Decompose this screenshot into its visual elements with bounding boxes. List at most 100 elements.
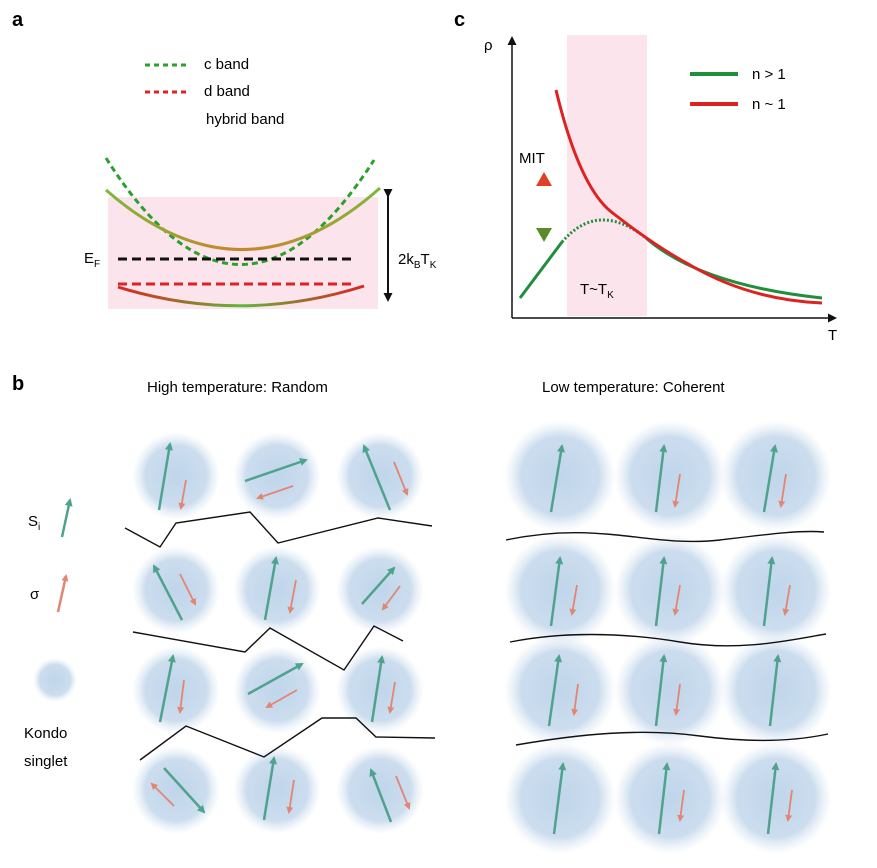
spin-arrow <box>762 556 776 627</box>
title-high-temperature: High temperature: Random <box>147 379 328 396</box>
spin-arrow <box>549 556 564 627</box>
panel-b-legend: Si σ Kondo singlet <box>24 498 77 770</box>
kondo-singlet <box>720 634 832 746</box>
kondo-singlet <box>614 420 726 532</box>
spin-arrow <box>657 762 671 835</box>
electron-spin-arrow <box>677 789 685 822</box>
random-boundary <box>124 511 433 548</box>
spin-arrow <box>768 654 782 727</box>
spin-arrow <box>362 444 392 511</box>
kondo-energy-window <box>108 197 378 309</box>
spin-arrow <box>244 458 308 483</box>
electron-spin-arrow <box>286 779 295 814</box>
mit-label: MIT <box>519 150 545 167</box>
kondo-singlet <box>504 534 616 646</box>
kondo-singlet <box>132 646 220 734</box>
kondo-singlet <box>132 432 220 520</box>
spin-arrow <box>247 662 304 696</box>
electron-spin-arrow <box>381 585 401 611</box>
electron-spin-arrow <box>571 683 579 716</box>
coherent-boundary <box>505 530 825 543</box>
kondo-singlet <box>614 742 726 854</box>
fermi-level-label: EF <box>84 250 100 270</box>
kondo-singlet <box>504 742 616 854</box>
kondo-singlet <box>336 646 424 734</box>
electron-spin-arrow <box>150 782 175 807</box>
mit-arrow-head-down <box>536 228 552 242</box>
spin-arrow <box>262 756 277 821</box>
kondo-singlet <box>504 420 616 532</box>
spin-arrow <box>157 442 173 511</box>
electron-spin-arrow <box>387 681 396 714</box>
kondo-singlet <box>233 646 321 734</box>
electron-spin-arrow <box>393 461 409 496</box>
panel-b: b High temperature: Random Low temperatu… <box>12 373 832 854</box>
electron-spin-arrow <box>265 689 298 708</box>
panel-b-letter: b <box>12 373 24 395</box>
spin-arrow <box>547 654 563 727</box>
x-axis-label: T <box>828 327 837 344</box>
kondo-singlet <box>336 432 424 520</box>
electron-spin-arrow <box>395 775 411 810</box>
region-label: T~TK <box>580 281 614 301</box>
spin-arrow <box>762 444 778 513</box>
spin-arrow <box>766 762 780 835</box>
legend-n-gt-1-label: n > 1 <box>752 66 786 83</box>
spin-arrow <box>654 444 668 513</box>
spin-arrow <box>158 654 176 723</box>
kondo-singlet-label-1: Kondo <box>24 725 67 742</box>
legend-hybrid-band-label: hybrid band <box>206 111 284 128</box>
series-n-gt-1-left <box>518 241 564 299</box>
kondo-temperature-region <box>567 35 647 316</box>
electron-spin-arrow <box>673 683 681 716</box>
electron-spin-arrow <box>672 473 681 508</box>
random-singlet-lattice <box>124 432 436 834</box>
electron-spin-arrow <box>179 573 196 606</box>
kondo-singlet <box>132 546 220 634</box>
series-n-gt-1-right <box>645 236 823 300</box>
spin-arrow <box>369 768 393 823</box>
c-band-curve <box>104 157 376 266</box>
kondo-singlet <box>132 746 220 834</box>
energy-scale-label: 2kBTK <box>398 251 437 271</box>
spin-arrow <box>152 564 184 621</box>
kondo-singlet <box>614 634 726 746</box>
kondo-singlet <box>336 546 424 634</box>
kondo-singlet-label-2: singlet <box>24 753 68 770</box>
spin-arrow <box>370 655 386 723</box>
legend-c-band-label: c band <box>204 56 249 73</box>
spin-arrow <box>654 654 668 727</box>
spin-arrow <box>552 762 567 835</box>
electron-spin-arrow <box>778 473 787 508</box>
electron-spin-arrow <box>177 679 185 714</box>
electron-legend-arrow <box>56 574 69 613</box>
panel-c-letter: c <box>454 9 465 31</box>
hybrid-band-upper <box>105 186 381 251</box>
legend-n-sim-1-label: n ~ 1 <box>752 96 786 113</box>
electron-spin-arrow <box>782 584 791 616</box>
mit-arrow-head-up <box>536 172 552 186</box>
panel-c: c ρ T MIT T~TK n > 1 n ~ 1 <box>454 9 837 344</box>
kondo-singlet <box>720 534 832 646</box>
spin-arrow <box>361 566 396 605</box>
panel-a: a c band d band hybrid band EF 2kBTK <box>12 9 437 309</box>
spin-legend-label: Si <box>28 513 40 533</box>
kondo-singlet <box>233 432 321 520</box>
kondo-singlet <box>233 546 321 634</box>
kondo-singlet <box>233 746 321 834</box>
electron-spin-arrow <box>178 479 187 510</box>
kondo-singlet-legend <box>33 658 77 702</box>
spin-arrow <box>654 556 668 627</box>
series-n-sim-1 <box>554 89 823 305</box>
kondo-singlet <box>504 634 616 746</box>
random-boundary <box>139 717 436 761</box>
hybrid-band-lower <box>117 284 365 308</box>
coherent-boundary <box>509 633 827 647</box>
title-low-temperature: Low temperature: Coherent <box>542 379 725 396</box>
spin-arrow <box>163 767 206 814</box>
spin-arrow <box>263 556 279 621</box>
y-axis-label: ρ <box>484 37 493 54</box>
kondo-singlet <box>720 742 832 854</box>
electron-legend-label: σ <box>30 586 40 603</box>
